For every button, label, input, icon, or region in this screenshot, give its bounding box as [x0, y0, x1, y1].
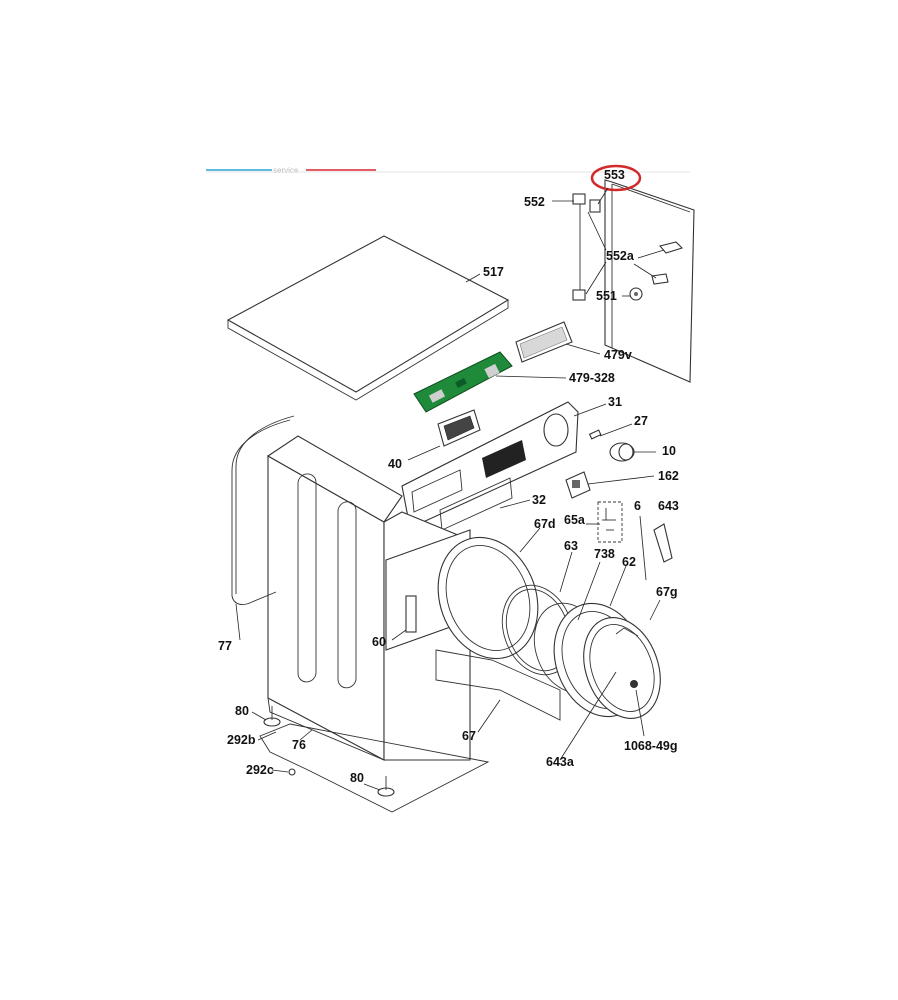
clamp-ring-77	[231, 419, 291, 605]
door-assembly	[435, 536, 661, 721]
label-6: 6	[634, 499, 641, 513]
label-80-left: 80	[235, 704, 249, 718]
label-27: 27	[634, 414, 648, 428]
label-67d: 67d	[534, 517, 556, 531]
keypad-40	[437, 409, 481, 447]
label-738: 738	[594, 547, 615, 561]
highlight-circle	[590, 164, 642, 192]
label-31: 31	[608, 395, 622, 409]
label-10: 10	[662, 444, 676, 458]
label-63: 63	[564, 539, 578, 553]
control-fascia	[401, 401, 579, 531]
header-brand-text: service	[273, 166, 299, 175]
label-551: 551	[596, 289, 617, 303]
top-cover	[226, 235, 510, 401]
label-67: 67	[462, 729, 476, 743]
leader-lines	[235, 187, 665, 791]
label-643a: 643a	[546, 755, 575, 769]
label-553: 553	[604, 168, 625, 182]
base-parts	[259, 706, 490, 813]
knob-10	[609, 442, 635, 462]
label-65a: 65a	[564, 513, 586, 527]
label-162: 162	[658, 469, 679, 483]
control-board	[413, 351, 513, 413]
label-292c: 292c	[246, 763, 274, 777]
label-32: 32	[532, 493, 546, 507]
side-panel	[572, 179, 695, 383]
header-brand: service	[206, 166, 690, 175]
label-479-328: 479-328	[569, 371, 615, 385]
switch-27	[588, 429, 602, 440]
label-80-right: 80	[350, 771, 364, 785]
door-lock-162	[565, 471, 591, 499]
door-hinge-60	[405, 595, 417, 633]
label-479v: 479v	[604, 348, 632, 362]
label-76: 76	[292, 738, 306, 752]
label-292b: 292b	[227, 733, 256, 747]
part-labels: 553 552 552a 551 517 479v 479-328 31 27 …	[218, 168, 679, 785]
label-552a: 552a	[606, 249, 635, 263]
label-40: 40	[388, 457, 402, 471]
label-60: 60	[372, 635, 386, 649]
hinge-parts	[597, 501, 673, 581]
label-552: 552	[524, 195, 545, 209]
gasket-479v	[515, 321, 573, 363]
label-517: 517	[483, 265, 504, 279]
label-67g: 67g	[656, 585, 678, 599]
label-77: 77	[218, 639, 232, 653]
label-1068-49g: 1068-49g	[624, 739, 678, 753]
label-643: 643	[658, 499, 679, 513]
label-62: 62	[622, 555, 636, 569]
